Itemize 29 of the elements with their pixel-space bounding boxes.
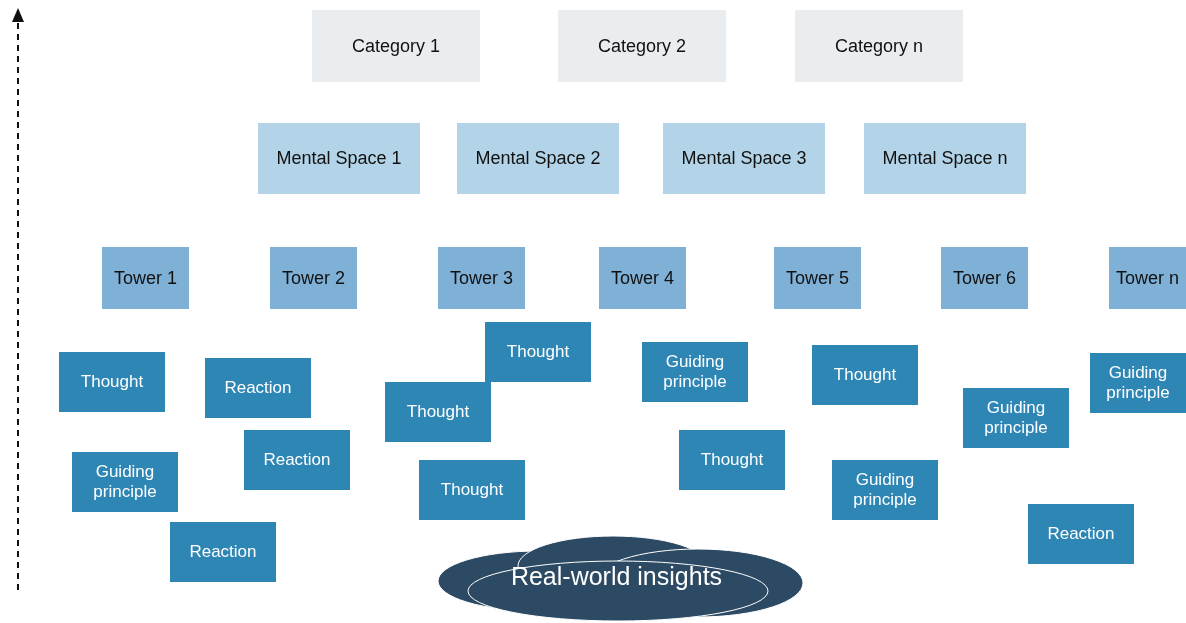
mental-space-box: Mental Space n: [864, 123, 1026, 194]
item-box: Reaction: [205, 358, 311, 418]
category-box: Category 2: [558, 10, 726, 82]
item-box: Guiding principle: [642, 342, 748, 402]
item-box: Guiding principle: [72, 452, 178, 512]
item-box: Reaction: [244, 430, 350, 490]
item-box: Reaction: [1028, 504, 1134, 564]
item-box: Thought: [679, 430, 785, 490]
tower-box: Tower n: [1109, 247, 1186, 309]
mental-space-box: Mental Space 3: [663, 123, 825, 194]
item-box: Thought: [485, 322, 591, 382]
tower-box: Tower 3: [438, 247, 525, 309]
item-box: Guiding principle: [1090, 353, 1186, 413]
item-box: Thought: [59, 352, 165, 412]
tower-box: Tower 1: [102, 247, 189, 309]
tower-box: Tower 5: [774, 247, 861, 309]
category-box: Category n: [795, 10, 963, 82]
item-box: Reaction: [170, 522, 276, 582]
mental-space-box: Mental Space 1: [258, 123, 420, 194]
tower-box: Tower 4: [599, 247, 686, 309]
tower-box: Tower 2: [270, 247, 357, 309]
tower-box: Tower 6: [941, 247, 1028, 309]
item-box: Guiding principle: [963, 388, 1069, 448]
item-box: Thought: [385, 382, 491, 442]
item-box: Thought: [419, 460, 525, 520]
item-box: Guiding principle: [832, 460, 938, 520]
mental-space-box: Mental Space 2: [457, 123, 619, 194]
item-box: Thought: [812, 345, 918, 405]
category-box: Category 1: [312, 10, 480, 82]
